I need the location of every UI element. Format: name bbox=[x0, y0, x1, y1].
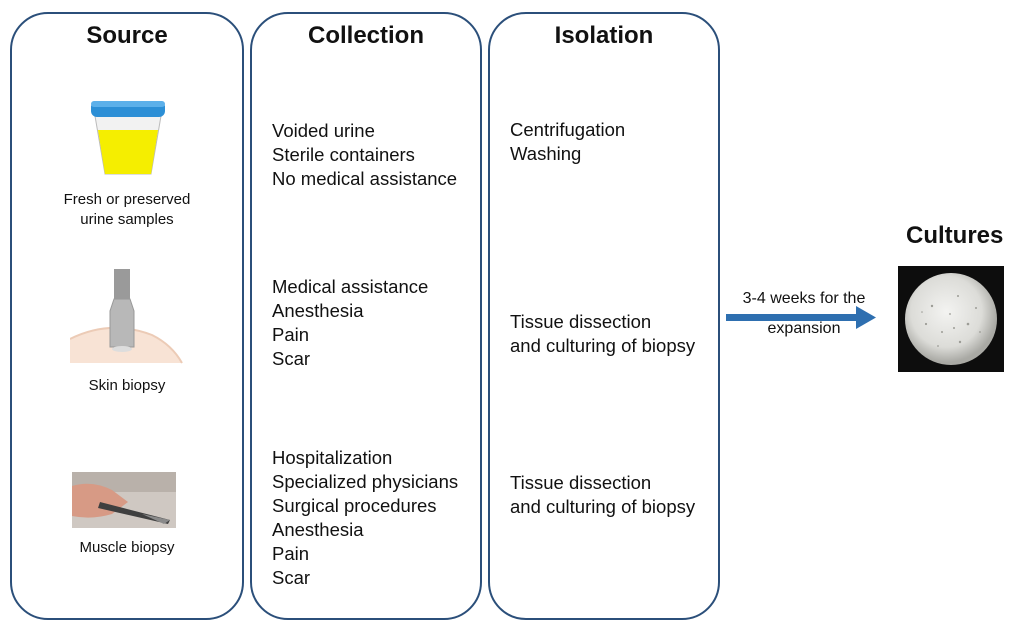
culture-dish-icon bbox=[898, 266, 1004, 372]
isolation-column: Isolation Centrifugation Washing Tissue … bbox=[488, 12, 720, 620]
collection-item: No medical assistance bbox=[272, 168, 458, 189]
arrow-label-line1: 3-4 weeks for the bbox=[742, 290, 866, 307]
collection-item: Hospitalization bbox=[272, 447, 393, 468]
isolation-item: Washing bbox=[510, 143, 582, 164]
collection-item: Specialized physicians bbox=[272, 471, 459, 492]
right-arrow-icon bbox=[726, 306, 876, 329]
arrow-label: 3-4 weeks for the expansion bbox=[722, 286, 886, 342]
collection-item: Scar bbox=[272, 348, 311, 369]
source-column: Source Fresh or preserved urine samples … bbox=[10, 12, 244, 620]
collection-group-skin: Medical assistance Anesthesia Pain Scar bbox=[272, 275, 428, 371]
skin-biopsy-caption: Skin biopsy bbox=[88, 377, 166, 394]
isolation-item: Centrifugation bbox=[510, 119, 626, 140]
urine-caption-line1: Fresh or preserved bbox=[63, 191, 191, 208]
collection-item: Surgical procedures bbox=[272, 495, 437, 516]
collection-item: Anesthesia bbox=[272, 519, 364, 540]
collection-item: Medical assistance bbox=[272, 276, 429, 297]
collection-column: Collection Voided urine Sterile containe… bbox=[250, 12, 482, 620]
isolation-group-muscle: Tissue dissection and culturing of biops… bbox=[510, 471, 695, 519]
isolation-item: Tissue dissection bbox=[510, 311, 652, 332]
skin-biopsy-punch-icon bbox=[70, 269, 183, 364]
isolation-item: and culturing of biopsy bbox=[510, 335, 696, 356]
collection-group-urine: Voided urine Sterile containers No medic… bbox=[272, 119, 457, 191]
arrow-label-line2: expansion bbox=[767, 320, 841, 337]
isolation-item: and culturing of biopsy bbox=[510, 496, 696, 517]
muscle-biopsy-caption: Muscle biopsy bbox=[79, 539, 175, 556]
collection-item: Sterile containers bbox=[272, 144, 415, 165]
collection-item: Pain bbox=[272, 324, 310, 345]
collection-item: Scar bbox=[272, 567, 311, 588]
collection-item: Anesthesia bbox=[272, 300, 364, 321]
isolation-group-skin: Tissue dissection and culturing of biops… bbox=[510, 310, 695, 358]
urine-caption-line2: urine samples bbox=[80, 211, 174, 228]
collection-group-muscle: Hospitalization Specialized physicians S… bbox=[272, 446, 458, 590]
collection-title: Collection bbox=[307, 22, 424, 49]
collection-item: Voided urine bbox=[272, 120, 375, 141]
isolation-group-urine: Centrifugation Washing bbox=[510, 118, 625, 166]
source-title: Source bbox=[86, 22, 168, 49]
cultures-title: Cultures bbox=[906, 222, 1004, 249]
urine-cup-icon bbox=[91, 101, 165, 175]
isolation-title: Isolation bbox=[554, 22, 654, 49]
isolation-item: Tissue dissection bbox=[510, 472, 652, 493]
muscle-biopsy-scalpel-icon bbox=[72, 472, 176, 528]
collection-item: Pain bbox=[272, 543, 310, 564]
